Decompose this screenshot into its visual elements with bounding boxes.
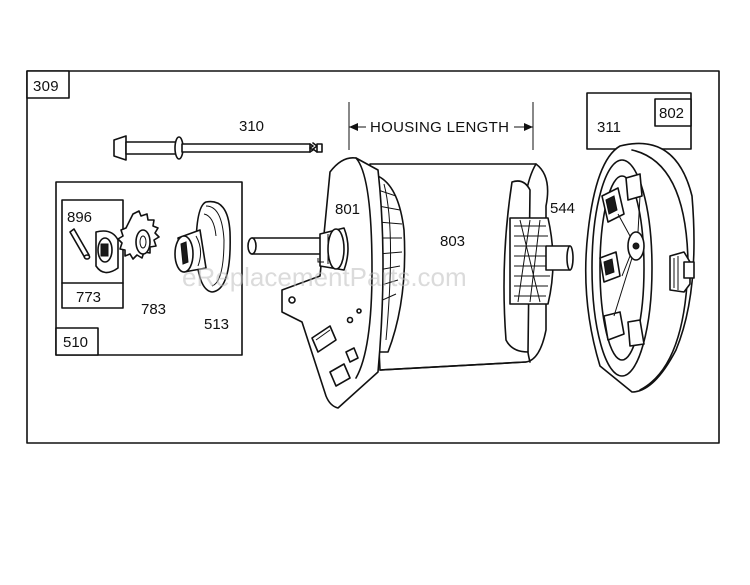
through-bolt: [113, 135, 323, 161]
part-label-896: 896: [67, 209, 92, 226]
part-box-802: [654, 98, 692, 127]
part-label-544: 544: [550, 200, 575, 217]
armature-commutator: [503, 180, 574, 353]
watermark: eReplacementParts.com: [182, 262, 467, 292]
drive-helix: [174, 200, 231, 293]
housing-length-label: HOUSING LENGTH: [370, 119, 509, 136]
part-label-310: 310: [239, 118, 264, 135]
armature-shaft: [247, 227, 349, 271]
part-label-513: 513: [204, 316, 229, 333]
part-label-802: 802: [659, 105, 684, 122]
commutator-end-cap: [584, 142, 695, 393]
part-box-510: [55, 327, 99, 356]
housing-length-dimension: [348, 102, 534, 150]
part-label-803: 803: [440, 233, 465, 250]
outer-frame: [26, 70, 720, 444]
stop-collar: [95, 230, 119, 274]
part-label-783: 783: [141, 301, 166, 318]
drive-assembly-frame: [55, 181, 243, 356]
title-box: [26, 70, 70, 99]
part-label-801: 801: [335, 201, 360, 218]
drive-end-cap: [281, 156, 384, 409]
part-label-510: 510: [63, 334, 88, 351]
part-label-773: 773: [76, 289, 101, 306]
clutch-kit-frame: [61, 199, 124, 309]
roll-pin: [69, 228, 91, 260]
pinion-gear: [117, 210, 160, 260]
part-label-311: 311: [597, 119, 621, 136]
title-box-label: 309: [33, 78, 59, 95]
